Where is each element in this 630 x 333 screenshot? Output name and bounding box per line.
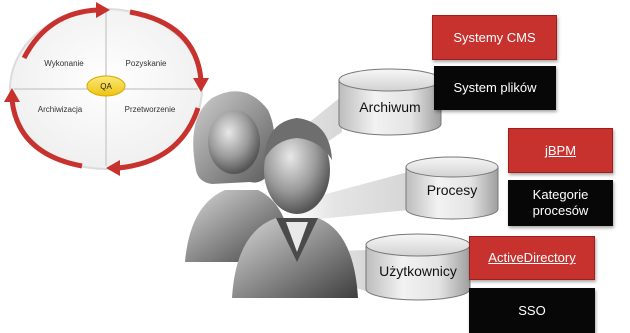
process-cycle-diagram: Wykonanie Pozyskanie Archiwizacja Przetw… xyxy=(4,2,209,176)
store-label-archiwum: Archiwum xyxy=(359,99,421,115)
cylinder-procesy xyxy=(405,156,499,220)
item-jbpm: jBPM xyxy=(508,128,613,173)
arrow-arc-bottom xyxy=(117,107,201,171)
item-activedirectory: ActiveDirectory xyxy=(469,236,595,280)
arrow-arc-left xyxy=(9,99,83,169)
store-label-procesy: Procesy xyxy=(426,182,478,198)
cycle-label-top-right: Pozyskanie xyxy=(126,59,167,68)
cycle-label-top-left: Wykonanie xyxy=(44,59,84,68)
arrow-head-bottom xyxy=(106,160,120,176)
item-kategorie-procesow: Kategorie procesów xyxy=(508,180,613,226)
cycle-label-bottom-right: Przetworzenie xyxy=(125,105,176,114)
arrow-head-right xyxy=(193,78,209,92)
store-label-uzytkownicy: Użytkownicy xyxy=(379,263,457,279)
arrow-arc-top xyxy=(21,7,99,60)
cylinder-uzytkownicy xyxy=(365,233,471,301)
item-systemy-cms: Systemy CMS xyxy=(432,15,557,60)
cylinder-archiwum xyxy=(338,68,442,136)
man-silhouette xyxy=(232,118,358,298)
connector-beam-procesy xyxy=(285,172,408,222)
arrow-arc-right xyxy=(129,9,204,81)
item-system-plikow: System plików xyxy=(434,66,556,110)
qa-label: QA xyxy=(100,82,112,91)
cycle-label-bottom-left: Archiwizacja xyxy=(38,105,83,114)
arrow-head-left xyxy=(4,88,20,102)
item-sso: SSO xyxy=(469,288,595,333)
qa-badge xyxy=(86,75,126,97)
arrow-head-top xyxy=(96,2,110,18)
